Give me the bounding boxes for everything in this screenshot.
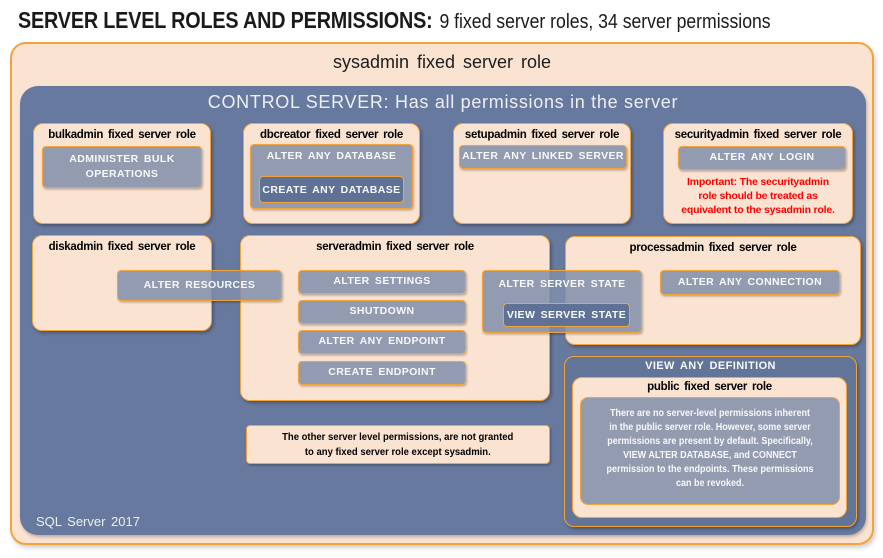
securityadmin-warning-text: Important: The securityadmin role should… [664, 175, 852, 217]
permission-line: ALTER RESOURCES [143, 278, 256, 291]
permission-alter-any-endpoint: ALTER ANY ENDPOINT [298, 330, 466, 354]
permission-line: ALTER SERVER STATE [498, 278, 626, 290]
dbcreator-role-label: dbcreator fixed server role [260, 129, 403, 141]
permission-line: ALTER ANY LINKED SERVER [462, 150, 624, 163]
permission-line: CREATE ENDPOINT [328, 366, 436, 379]
note-line: in the public server role. However, some… [609, 422, 811, 433]
permission-alter-settings: ALTER SETTINGS [298, 270, 466, 294]
page-title-subtitle: 9 fixed server roles, 34 server permissi… [439, 10, 771, 33]
processadmin-role-label: processadmin fixed server role [629, 242, 797, 254]
note-line: can be revoked. [675, 478, 745, 489]
permission-line: ALTER ANY CONNECTION [677, 275, 823, 288]
permission-alter-any-login: ALTER ANY LOGIN [678, 146, 846, 170]
note-line: permissions are present by default. Spec… [607, 436, 813, 447]
control-server-heading: CONTROL SERVER: Has all permissions in t… [207, 92, 679, 112]
note-line: There are no server-level permissions in… [609, 408, 811, 419]
page-title-main: SERVER LEVEL ROLES AND PERMISSIONS: [18, 7, 433, 33]
permission-line: VIEW SERVER STATE [506, 309, 627, 321]
permission-line: ADMINISTER BULK [69, 152, 175, 165]
permission-line: ALTER ANY DATABASE [266, 150, 397, 162]
setupadmin-role-box: setupadmin fixed server role [453, 123, 631, 224]
permission-line: ALTER SETTINGS [333, 275, 431, 288]
view-any-definition-label: VIEW ANY DEFINITION [645, 360, 776, 372]
setupadmin-role-label: setupadmin fixed server role [464, 129, 620, 141]
note-line: permission to the endpoints. These permi… [606, 464, 814, 475]
permission-line: ALTER ANY ENDPOINT [318, 335, 446, 348]
permission-line: OPERATIONS [85, 168, 159, 180]
public-role-label: public fixed server role [647, 381, 772, 393]
serveradmin-role-label: serveradmin fixed server role [316, 241, 474, 253]
note-line: VIEW ALTER DATABASE, and CONNECT [623, 450, 797, 461]
public-role-note: There are no server-level permissions in… [580, 397, 840, 505]
securityadmin-role-box: securityadmin fixed server role [663, 123, 853, 224]
sysadmin-role-label: sysadmin fixed server role [332, 52, 552, 72]
permission-line: ALTER ANY LOGIN [709, 151, 815, 164]
permission-shutdown: SHUTDOWN [298, 300, 466, 324]
bulkadmin-role-label: bulkadmin fixed server role [48, 129, 196, 141]
warning-line: role should be treated as [698, 190, 818, 202]
securityadmin-role-label: securityadmin fixed server role [674, 129, 842, 141]
sql-server-version-label: SQL Server 2017 [36, 514, 140, 529]
permission-alter-any-connection: ALTER ANY CONNECTION [660, 270, 840, 295]
permission-line: CREATE ANY DATABASE [262, 183, 401, 196]
permission-alter-resources: ALTER RESOURCES [117, 270, 282, 301]
permission-view-server-state: VIEW SERVER STATE [503, 303, 630, 327]
note-line: to any fixed server role except sysadmin… [305, 446, 491, 458]
permission-administer-bulk-operations: ADMINISTER BULK OPERATIONS [42, 146, 202, 188]
permission-create-endpoint: CREATE ENDPOINT [298, 361, 466, 385]
warning-line: Important: The securityadmin [686, 176, 829, 188]
permission-create-any-database: CREATE ANY DATABASE [259, 176, 404, 203]
warning-line: equivalent to the sysadmin role. [681, 204, 835, 216]
permission-line: SHUTDOWN [349, 305, 415, 318]
note-line: The other server level permissions, are … [282, 431, 514, 443]
other-permissions-note: The other server level permissions, are … [246, 425, 550, 464]
page-title: SERVER LEVEL ROLES AND PERMISSIONS: 9 fi… [18, 7, 771, 34]
diskadmin-role-label: diskadmin fixed server role [48, 241, 196, 253]
permission-alter-any-linked-server: ALTER ANY LINKED SERVER [459, 145, 627, 169]
